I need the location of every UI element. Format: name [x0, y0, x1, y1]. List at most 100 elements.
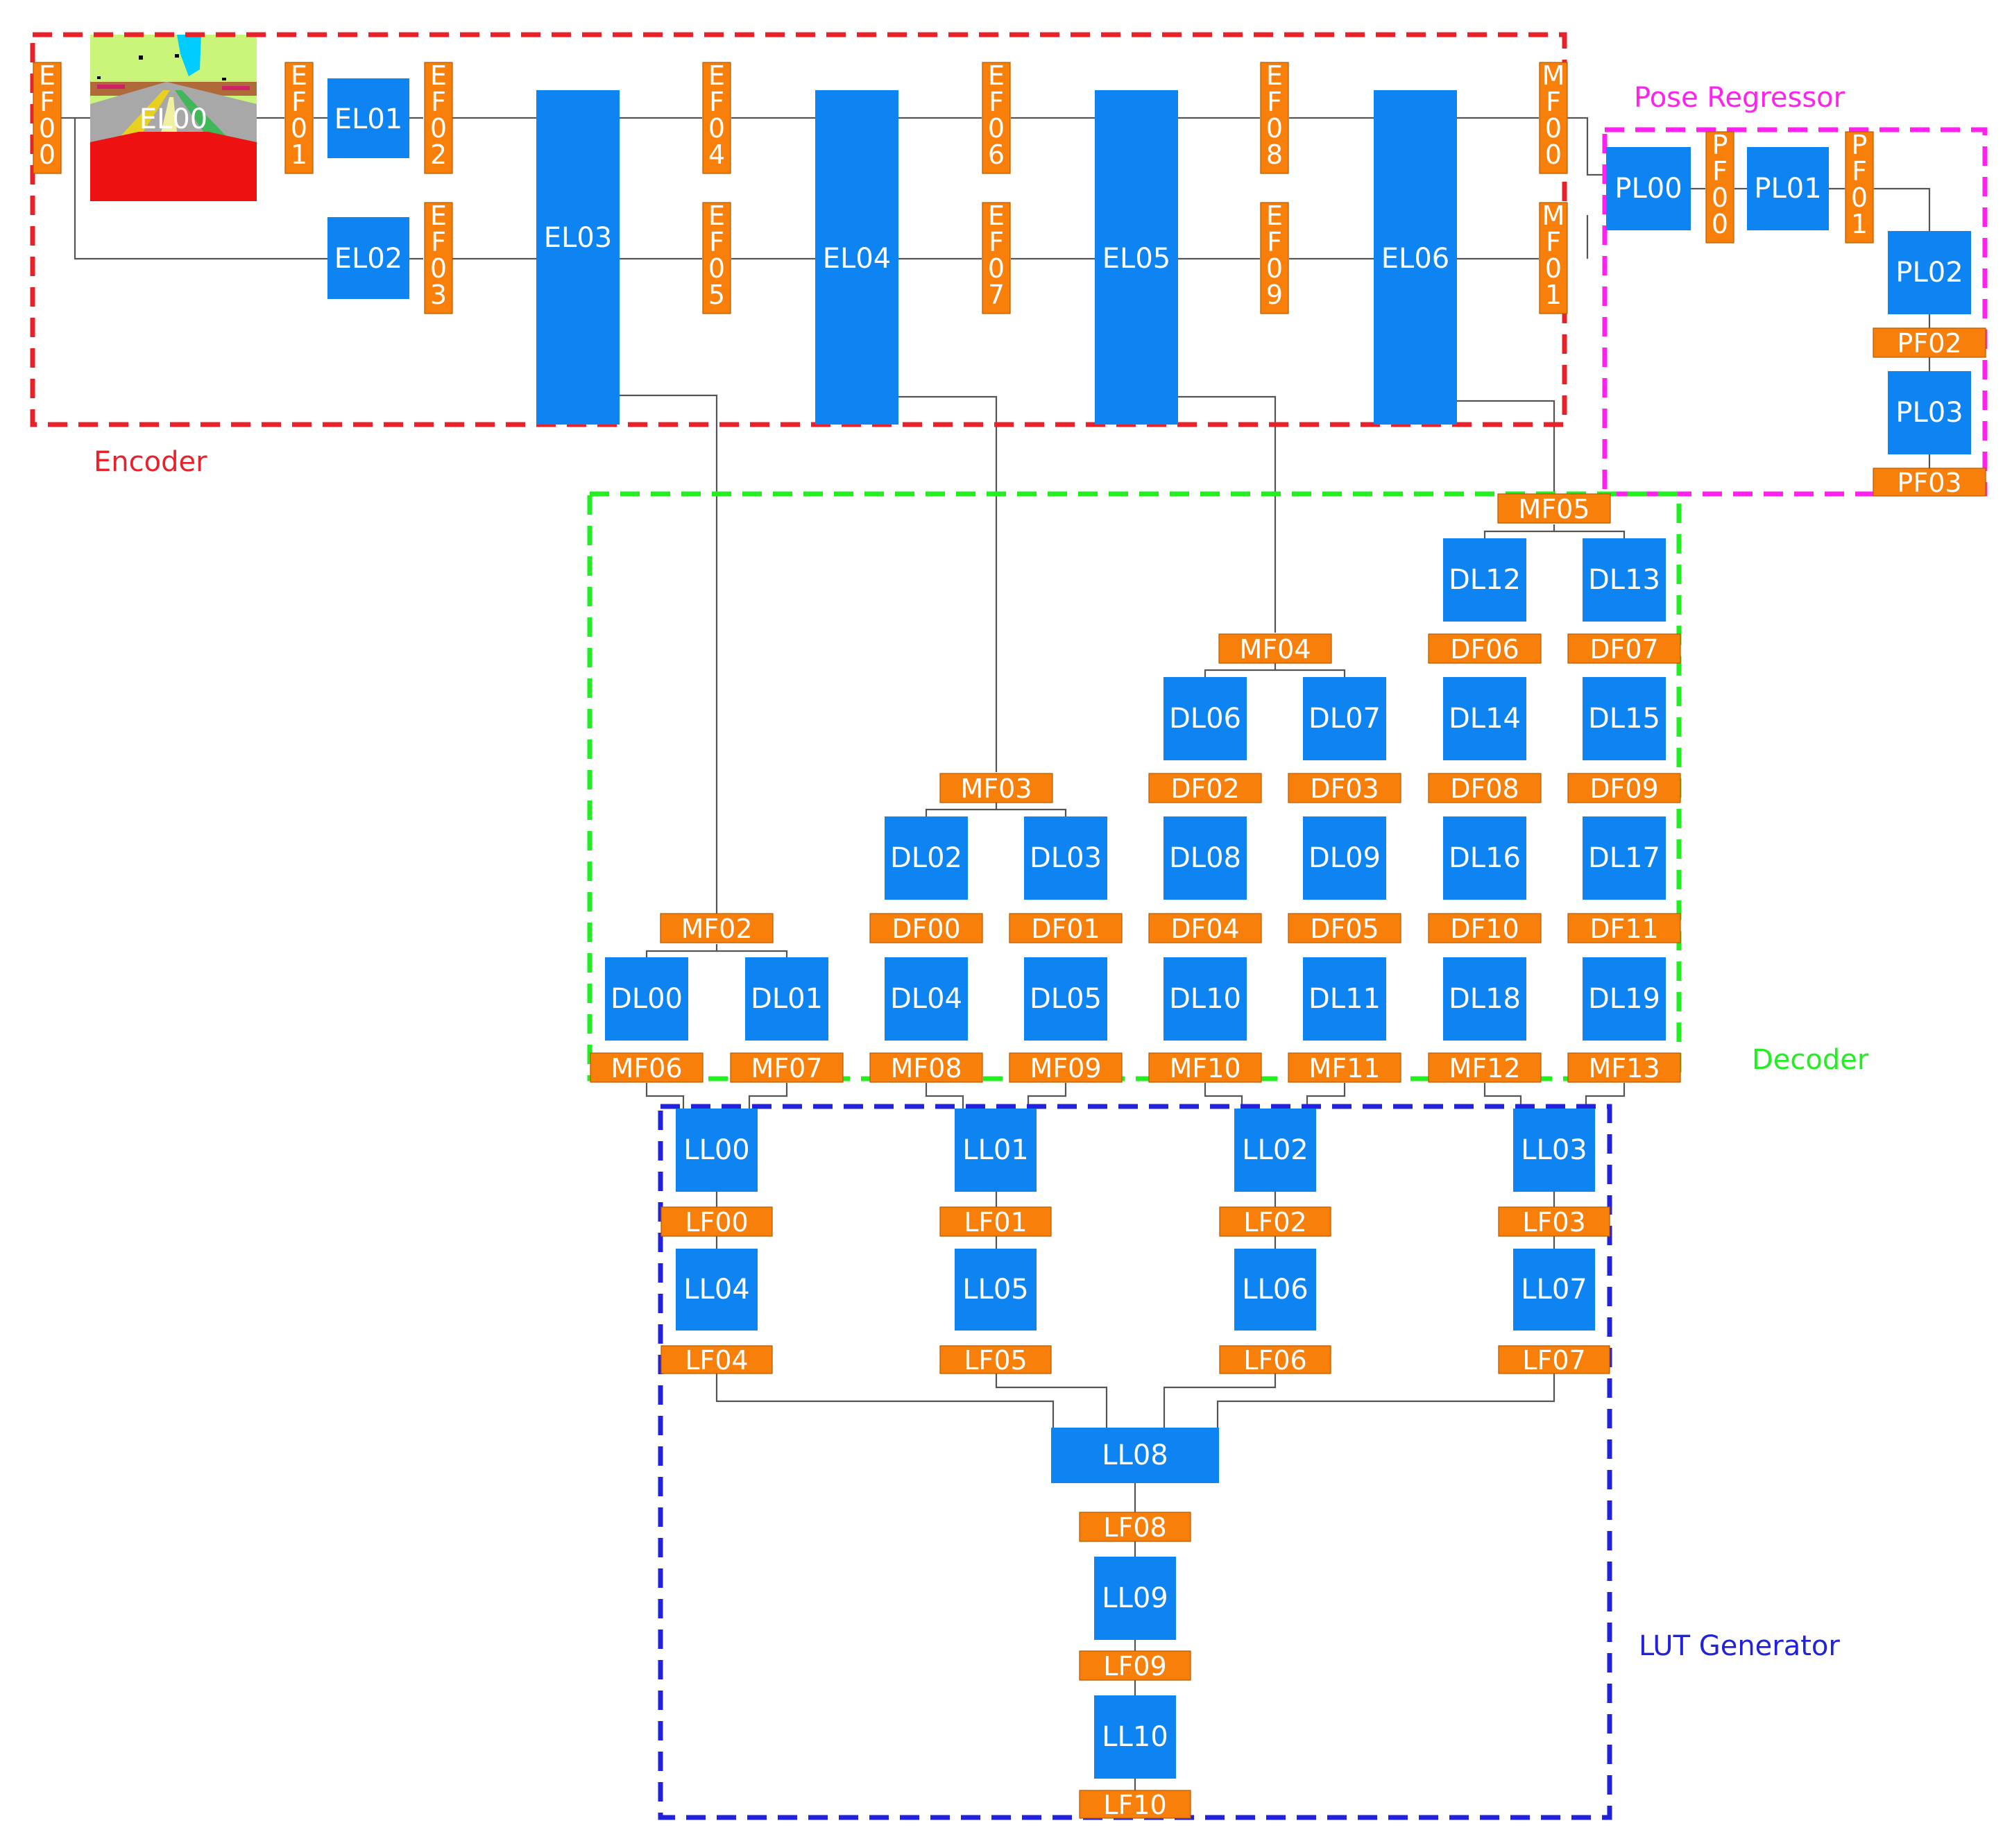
- feature-lf09: [1079, 1650, 1191, 1681]
- encoder-section-label: Encoder: [94, 446, 207, 478]
- feature-label-mf02: MF02: [681, 914, 753, 944]
- encoder-section-border: [30, 32, 1567, 427]
- feature-label-mf11: MF11: [1309, 1053, 1381, 1084]
- feature-lf08: [1079, 1512, 1191, 1542]
- feature-label-df10: DF10: [1450, 914, 1519, 944]
- layer-label-dl00: DL00: [611, 983, 683, 1015]
- lut-generator-section-label: LUT Generator: [1639, 1630, 1840, 1662]
- feature-label-df04: DF04: [1170, 914, 1239, 944]
- layer-label-dl03: DL03: [1030, 842, 1102, 874]
- feature-box-ef08: [1260, 62, 1289, 174]
- feature-label-lf02: LF02: [1243, 1207, 1306, 1238]
- feature-df10: [1428, 913, 1542, 943]
- feature-pf03: [1873, 468, 1986, 497]
- layer-label-dl18: DL18: [1449, 983, 1521, 1015]
- layer-pl03: [1888, 371, 1971, 454]
- layer-ll08: [1051, 1428, 1219, 1483]
- feature-mf13: [1567, 1052, 1681, 1083]
- layer-el01: [327, 78, 409, 158]
- layer-label-dl16: DL16: [1449, 842, 1521, 874]
- layer-label-ll10: LL10: [1102, 1721, 1168, 1753]
- feature-df09: [1567, 773, 1681, 803]
- layer-label-pl00: PL00: [1614, 173, 1682, 205]
- layer-label-el02: EL02: [334, 243, 402, 275]
- layer-label-el04: EL04: [823, 243, 891, 275]
- layer-pl00: [1606, 147, 1691, 230]
- feature-label-df02: DF02: [1170, 773, 1239, 804]
- feature-mf10: [1148, 1052, 1262, 1083]
- layer-labels: EL00 EL01 EL02 EL03 EL04 EL05 EL06 PL00 …: [139, 103, 1963, 1753]
- pose-regressor-section-border: [1602, 127, 1988, 497]
- feature-label-df03: DF03: [1310, 773, 1379, 804]
- feature-label-mf12: MF12: [1449, 1053, 1521, 1084]
- layer-label-dl13: DL13: [1588, 564, 1660, 596]
- layer-dl17: [1583, 816, 1666, 900]
- layer-el05: [1095, 90, 1178, 425]
- layer-dl09: [1303, 816, 1386, 900]
- layer-el06: [1374, 90, 1457, 425]
- feature-box-pf00: [1705, 131, 1734, 243]
- feature-df05: [1288, 913, 1401, 943]
- layer-label-dl06: DL06: [1169, 703, 1241, 735]
- layer-dl19: [1583, 957, 1666, 1041]
- feature-mf04: [1218, 633, 1332, 664]
- layer-dl12: [1443, 538, 1526, 622]
- feature-df11: [1567, 913, 1681, 943]
- layer-label-dl15: DL15: [1588, 703, 1660, 735]
- feature-lf10: [1079, 1790, 1191, 1819]
- feature-mf06: [590, 1052, 704, 1083]
- layer-label-pl02: PL02: [1895, 257, 1963, 289]
- layer-ll06: [1234, 1249, 1316, 1331]
- layer-label-dl10: DL10: [1169, 983, 1241, 1015]
- feature-label-lf07: LF07: [1522, 1345, 1585, 1376]
- layer-ll03: [1513, 1109, 1595, 1192]
- layer-label-dl09: DL09: [1308, 842, 1381, 874]
- layer-label-pl01: PL01: [1754, 173, 1821, 205]
- feature-mf02: [660, 913, 774, 943]
- feature-lf05: [939, 1345, 1052, 1374]
- feature-mf08: [869, 1052, 983, 1083]
- layer-label-ll00: LL00: [683, 1134, 749, 1166]
- feature-df03: [1288, 773, 1401, 803]
- feature-label-mf05: MF05: [1519, 494, 1590, 524]
- layer-label-dl01: DL01: [751, 983, 823, 1015]
- layer-label-ll02: LL02: [1242, 1134, 1308, 1166]
- feature-box-pf01: [1845, 131, 1874, 243]
- layer-label-dl02: DL02: [890, 842, 962, 874]
- layer-ll01: [955, 1109, 1037, 1192]
- feature-df01: [1009, 913, 1123, 943]
- layer-dl04: [885, 957, 968, 1041]
- feature-label-mf03: MF03: [961, 773, 1032, 804]
- feature-label-df07: DF07: [1589, 634, 1658, 665]
- layer-dl00: [605, 957, 688, 1041]
- layer-pl02: [1888, 231, 1971, 314]
- feature-df07: [1567, 633, 1681, 664]
- feature-lf01: [939, 1206, 1052, 1237]
- feature-label-lf00: LF00: [685, 1207, 748, 1238]
- layer-dl14: [1443, 677, 1526, 760]
- feature-mf03: [939, 773, 1053, 803]
- layer-label-ll01: LL01: [962, 1134, 1028, 1166]
- feature-label-mf13: MF13: [1589, 1053, 1660, 1084]
- feature-label-mf09: MF09: [1030, 1053, 1102, 1084]
- feature-mf07: [730, 1052, 844, 1083]
- layer-el03: [536, 90, 620, 425]
- pose-regressor-section-label: Pose Regressor: [1634, 82, 1845, 114]
- layers: [327, 78, 1971, 1779]
- connections: [60, 117, 1931, 1790]
- layer-label-ll09: LL09: [1102, 1582, 1168, 1614]
- layer-dl18: [1443, 957, 1526, 1041]
